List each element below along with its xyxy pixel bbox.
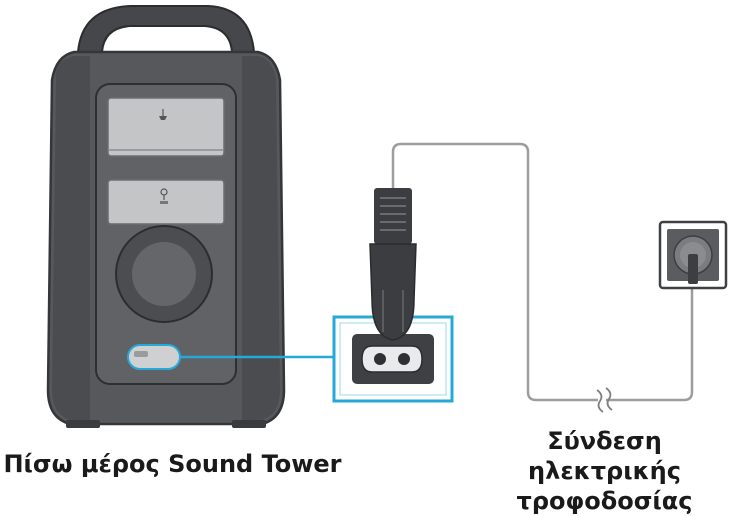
connection-diagram [46, 5, 728, 428]
power-connection-caption: Σύνδεση ηλεκτρικής τροφοδοσίας [470, 426, 739, 516]
power-inlet-icon [159, 109, 167, 120]
speaker-back-caption: Πίσω μέρος Sound Tower [3, 450, 342, 478]
sound-tower-back [46, 5, 286, 428]
figure-8-socket [361, 345, 423, 373]
power-connection-caption-line1: Σύνδεση ηλεκτρικής [528, 427, 681, 485]
top-cover [107, 97, 225, 157]
wall-outlet [658, 220, 728, 290]
cable-break-symbol [596, 387, 613, 413]
figure-8-plug [369, 188, 417, 341]
speaker-handle [76, 5, 256, 53]
power-cable [391, 142, 598, 402]
speaker-ac-inlet [127, 344, 181, 370]
usb-icon [160, 188, 168, 204]
power-connection-caption-line2: τροφοδοσίας [516, 487, 693, 515]
